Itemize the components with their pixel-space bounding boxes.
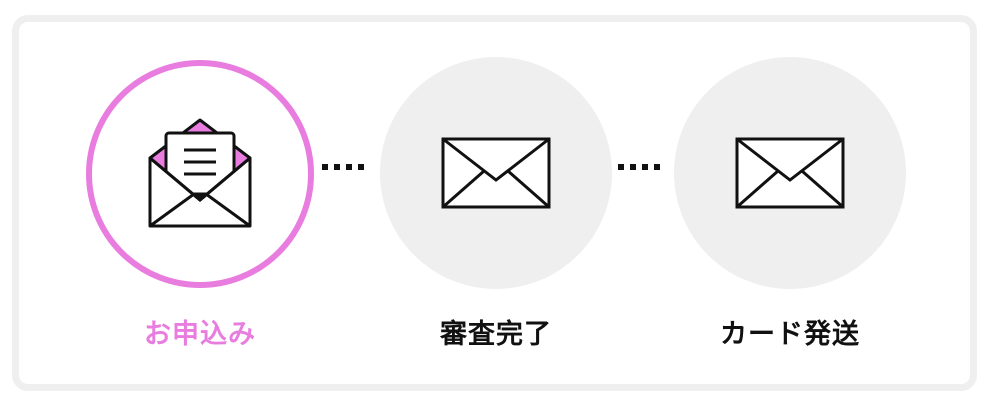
step-connector [618, 164, 660, 170]
envelope-icon [441, 137, 551, 209]
step-circle-pending [674, 57, 906, 289]
open-envelope-icon [148, 118, 252, 228]
envelope-icon [735, 137, 845, 209]
step-connector [322, 164, 364, 170]
step-label-application: お申込み [144, 319, 256, 350]
step-circle-pending [380, 57, 612, 289]
step-label-shipping: カード発送 [720, 319, 860, 350]
step-label-review: 審査完了 [440, 319, 552, 350]
step-circle-active [86, 60, 314, 288]
